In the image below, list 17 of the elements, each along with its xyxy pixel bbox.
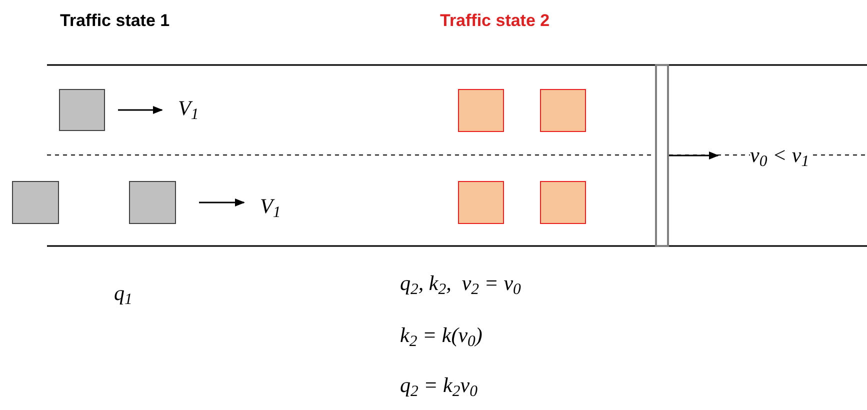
arrow [199,198,245,206]
arrow [669,152,719,160]
state-heading: Traffic state 1 [60,11,170,30]
vehicle-block [540,181,586,224]
vehicle-block [12,181,59,224]
density-formula: k$_{2}$ = k(v$_{0}$) [400,323,482,347]
vehicle-block [458,89,504,132]
vehicle-block [458,181,504,224]
flow-formula: q$_{2}$ = k$_{2}$v$_{0}$ [400,373,478,397]
vehicle-block [59,89,105,131]
flow-formula: q$_{1}$ [114,281,132,305]
state-heading: Traffic state 2 [440,11,550,30]
detector-bar [655,64,669,247]
state-formula: q$_{2}$, k$_{2}$, v$_{2}$ = v$_{0}$ [400,271,521,295]
arrow [118,106,163,114]
vehicle-block [129,181,176,224]
vehicle-block [540,89,586,132]
